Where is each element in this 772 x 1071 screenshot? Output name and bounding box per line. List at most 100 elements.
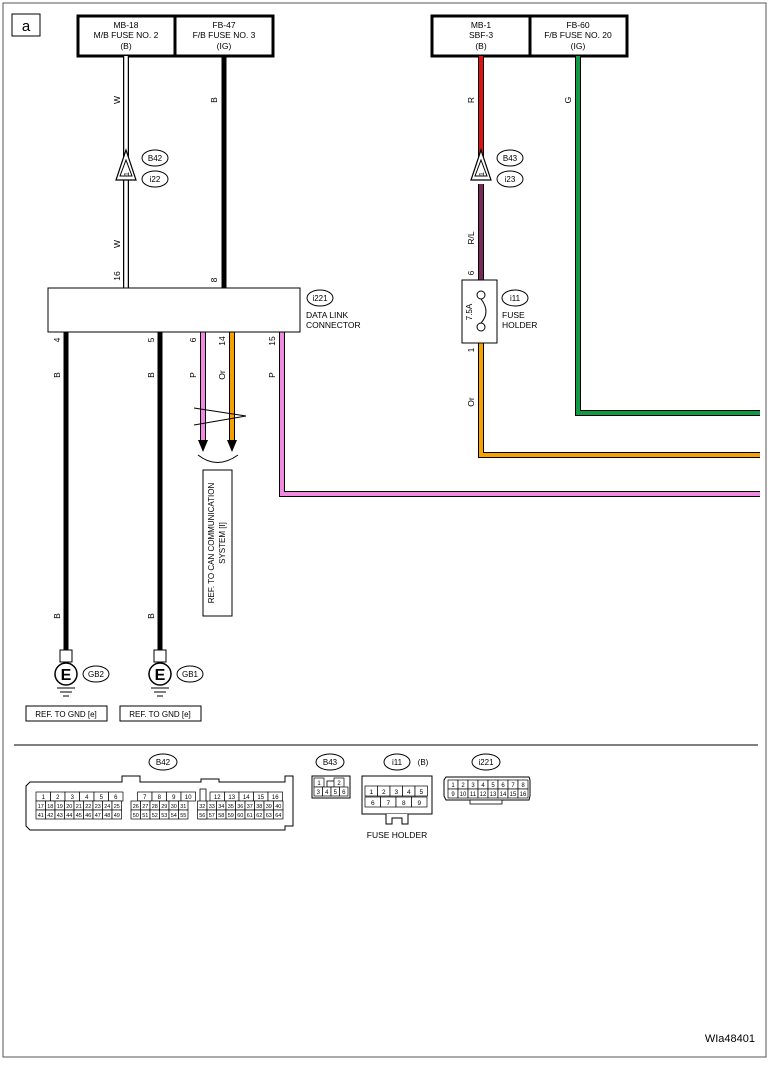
connector-b42-pin-label: 15 — [257, 795, 264, 801]
connector-b42-pin-label: 27 — [142, 804, 148, 810]
fuse-label-fb60-supply: (IG) — [571, 41, 586, 51]
connector-i221-id-oval — [471, 753, 501, 771]
connector-i221-pin-label: 6 — [501, 783, 505, 789]
connector-b42-pin-label: 21 — [76, 804, 82, 810]
connector-i11-id: i11 — [392, 758, 403, 767]
fuse-holder-body — [461, 279, 498, 344]
connector-i221-id: i221 — [478, 758, 494, 767]
wire-p15-core — [280, 332, 760, 496]
connector-b42-pin-label: 10 — [185, 795, 192, 801]
fuse-label-mb18-supply: (B) — [120, 41, 132, 51]
wire-code-g: G — [563, 97, 573, 104]
connector-b42-pin-label: 57 — [209, 813, 215, 819]
connector-i221-pin-label: 15 — [510, 792, 517, 798]
data-link-connector-label-2: CONNECTOR — [306, 320, 361, 330]
ground-gb2-symbol: E — [61, 667, 72, 684]
inline-connector-b43-inner — [474, 158, 488, 177]
wire-or-14 — [227, 332, 237, 452]
connector-i221-pin-label: 13 — [490, 792, 497, 798]
dlc-pin-6: 6 — [188, 337, 198, 342]
connector-i221-pin-label: 16 — [520, 792, 527, 798]
connector-b42-pin-label: 17 — [38, 804, 44, 810]
connector-i11-pin-label: 9 — [417, 800, 421, 807]
connector-b42-pin-label: 48 — [104, 813, 110, 819]
can-reference-line-1: REF. TO CAN COMMUNICATION — [207, 483, 216, 604]
connector-i221-key — [469, 799, 503, 805]
fuse-label-fb47: FB-47 — [212, 20, 235, 30]
twisted-pair-arc — [197, 454, 239, 463]
connector-i11-qualifier: (B) — [418, 758, 429, 767]
connector-b42-pin-label: 7 — [143, 795, 147, 801]
figure-id: WIa48401 — [705, 1033, 755, 1045]
inline-b43-pin: 1 — [477, 172, 486, 176]
connector-b42-pin-label: 40 — [275, 804, 281, 810]
dlc-pin-15: 15 — [267, 336, 277, 346]
ground-gb1-circle — [148, 662, 172, 686]
connector-b42-pin-label: 4 — [85, 795, 89, 801]
connector-b42-pin-label: 6 — [114, 795, 118, 801]
connector-b42-pin-label: 25 — [114, 804, 120, 810]
connector-b42-pin-label: 31 — [180, 804, 186, 810]
connector-b42-pin-label: 59 — [228, 813, 234, 819]
connector-b42-pin-cell — [178, 809, 189, 820]
connector-b42-pin-label: 43 — [57, 813, 63, 819]
ground-gb2-id-oval — [82, 665, 110, 683]
wire-p6-arrow — [198, 440, 208, 452]
data-link-connector-label-1: DATA LINK — [306, 310, 349, 320]
fuse-label-mb18: MB-18 — [113, 20, 138, 30]
inline-b43-id: B43 — [503, 154, 518, 163]
pin-8-label: 8 — [209, 277, 219, 282]
connector-b42-pin-label: 34 — [218, 804, 224, 810]
fuse-label-fb60-name: F/B FUSE NO. 20 — [544, 30, 612, 40]
connector-b43-pin-label: 5 — [334, 790, 338, 796]
connector-b42-pin-label: 50 — [133, 813, 139, 819]
connector-b42-pin-label: 52 — [152, 813, 158, 819]
connector-i11-pin-label: 2 — [382, 789, 386, 796]
connector-b42-pin-label: 1 — [42, 795, 46, 801]
connector-b42-pin-label: 35 — [228, 804, 234, 810]
connector-b42-pin-label: 23 — [95, 804, 101, 810]
dlc-pin-4: 4 — [52, 337, 62, 342]
connector-b42-pin-label: 38 — [256, 804, 262, 810]
inline-b43-id-oval — [496, 149, 524, 167]
ground-gb1-wire-code: B — [146, 613, 156, 619]
connector-b42-pin-label: 60 — [237, 813, 243, 819]
connector-b42-pin-label: 20 — [66, 804, 72, 810]
fuse-label-mb1-supply: (B) — [475, 41, 487, 51]
connector-b42-pin-label: 62 — [256, 813, 262, 819]
connector-i11-caption: FUSE HOLDER — [367, 830, 427, 840]
ground-gb1-id: GB1 — [182, 670, 199, 679]
connector-b43-pin-label: 4 — [325, 790, 329, 796]
connector-b42-pin-label: 2 — [56, 795, 60, 801]
connector-b42-pin-label: 47 — [95, 813, 101, 819]
inline-b42-id: B42 — [148, 154, 163, 163]
fuse-holder-terminal-bottom — [476, 322, 486, 332]
connector-b42-pin-label: 58 — [218, 813, 224, 819]
connector-b42-pin-cell — [273, 809, 284, 820]
data-link-connector: i221 DATA LINK CONNECTOR 4 B 5 B 6 P 14 … — [47, 287, 361, 380]
fuse-label-fb47-supply: (IG) — [217, 41, 232, 51]
connector-b42-pin-label: 3 — [71, 795, 75, 801]
inline-connector-b42: 1 B42 i22 — [115, 148, 169, 188]
connector-b42-pin-label: 39 — [266, 804, 272, 810]
diagram-frame — [2, 2, 767, 1058]
fuse-block-left: MB-18 M/B FUSE NO. 2 (B) FB-47 F/B FUSE … — [76, 14, 275, 58]
inline-connector-b43: 1 B43 i23 — [470, 148, 524, 188]
dlc-pin-14-code: Or — [217, 370, 227, 380]
inline-i23-id-oval — [496, 170, 524, 188]
connector-b43-id-oval — [315, 753, 345, 771]
dlc-pin-14: 14 — [217, 336, 227, 346]
connector-b42-pin-label: 13 — [228, 795, 235, 801]
dlc-pin-5: 5 — [146, 337, 156, 342]
fuse-label-mb1-name: SBF-3 — [469, 30, 493, 40]
ground-gb1: E GB1 REF. TO GND [e] — [119, 649, 204, 722]
fuse-label-mb18-name: M/B FUSE NO. 2 — [94, 30, 159, 40]
fuse-holder-label-1: FUSE — [502, 310, 525, 320]
connector-i11-pin-label: 5 — [419, 789, 423, 796]
connector-b42-pin-label: 19 — [57, 804, 63, 810]
wire-code-w-bottom: W — [112, 240, 122, 248]
connector-b42-pin-label: 53 — [161, 813, 167, 819]
